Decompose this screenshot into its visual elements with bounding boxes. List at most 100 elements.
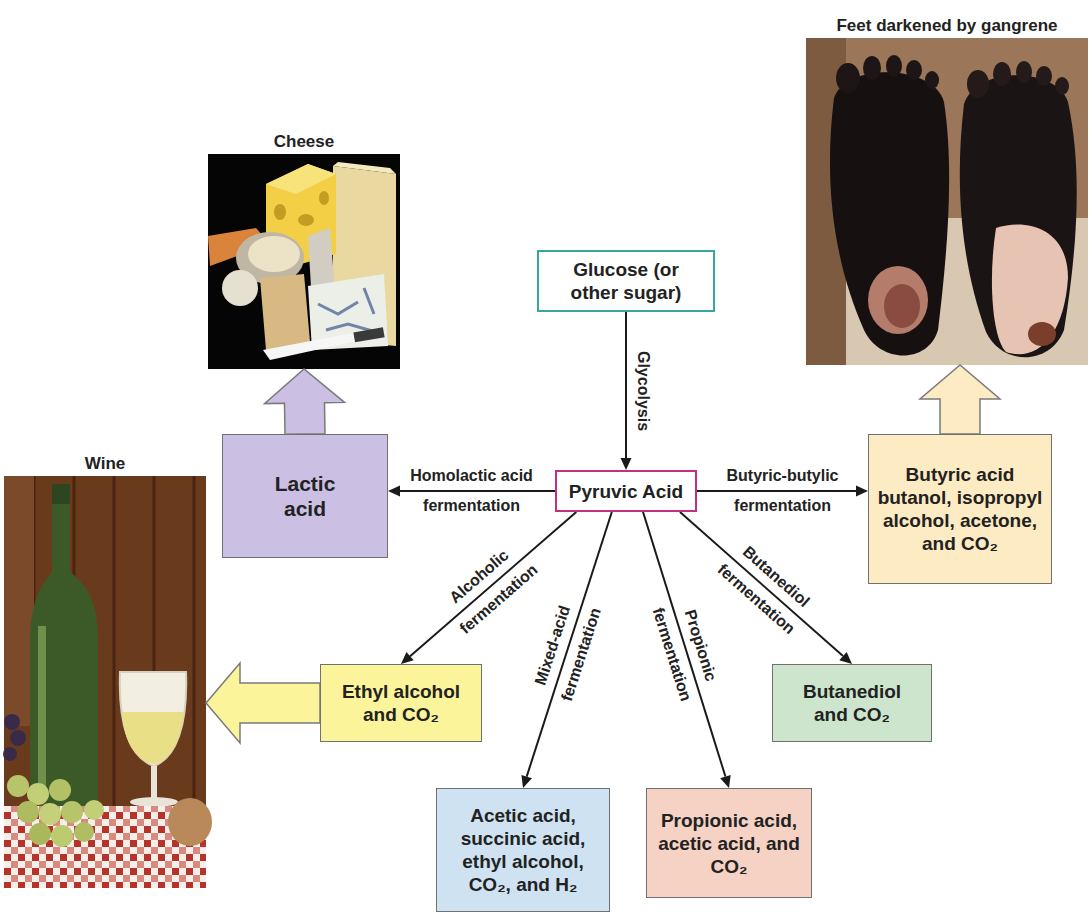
wine-photo-part (130, 797, 178, 807)
arrow-line (400, 490, 555, 492)
edge-label: Butyric-butylic fermentation (713, 461, 853, 521)
wine-photo-part (61, 801, 83, 823)
outcome-arrow (920, 365, 1000, 434)
cheese-photo-part (318, 288, 376, 332)
reaction-arrow (621, 312, 632, 470)
reaction-arrow (697, 486, 868, 497)
gangrene-photo-part (868, 266, 928, 334)
process-box: Ethyl alcohol and CO₂ (320, 664, 482, 742)
cheese-photo-part (266, 164, 336, 194)
photo-frame (806, 38, 1088, 365)
photo-title: Cheese (208, 130, 400, 154)
wine-photo-part (151, 766, 157, 800)
wine-photo-part (10, 730, 26, 746)
edge-label: Propionic fermentation (640, 584, 733, 716)
box-text: Butanediol and CO₂ (785, 680, 919, 726)
arrow-head (720, 775, 731, 788)
cheese-photo-part (260, 274, 310, 350)
cheese-photo-part (248, 236, 300, 272)
cheese-photo-part (274, 204, 286, 220)
wine-photo-part (168, 798, 212, 846)
wine-photo (3, 476, 212, 888)
process-box: Butyric acid butanol, isopropyl alcohol,… (868, 434, 1052, 584)
wine-photo-part (17, 801, 39, 823)
cheese-photo (208, 154, 400, 369)
photo-frame (208, 154, 400, 369)
photo-title: Feet darkened by gangrene (806, 14, 1088, 38)
process-box: Butanediol and CO₂ (772, 664, 932, 742)
edge-label: Homolactic acid fermentation (402, 461, 542, 521)
photo-panel: Wine (4, 452, 206, 888)
cheese-photo-part (319, 191, 329, 205)
cheese-photo-part (208, 154, 400, 369)
process-box: Acetic acid, succinic acid, ethyl alcoho… (436, 788, 610, 912)
wine-photo-part (30, 490, 98, 812)
box-text: Propionic acid, acetic acid, and CO₂ (655, 809, 803, 878)
arrow-line (697, 490, 856, 492)
arrow-head (621, 458, 632, 470)
gangrene-photo-part (884, 284, 920, 328)
gangrene-photo-part (830, 72, 949, 355)
gangrene-photo-part (1028, 322, 1056, 346)
edge-label: Glycolysis (633, 351, 653, 431)
edge-label: Butanediol fermentation (701, 526, 831, 650)
wine-photo-part (52, 484, 70, 504)
cheese-photo-part (263, 332, 361, 360)
box-text: Pyruvic Acid (569, 480, 683, 503)
wine-photo-part (51, 825, 73, 847)
box-text: Butyric acid butanol, isopropyl alcohol,… (877, 463, 1043, 555)
gangrene-photo-part (806, 38, 1088, 365)
wine-photo-part (74, 822, 94, 842)
box-text: Lactic acid (251, 471, 359, 521)
process-box: Glucose (or other sugar) (537, 250, 715, 312)
photo-panel: Feet darkened by gangrene (806, 14, 1088, 365)
edge-label: Alcoholic fermentation (424, 526, 554, 650)
cheese-photo-part (333, 162, 396, 174)
process-box: Propionic acid, acetic acid, and CO₂ (646, 788, 812, 898)
outcome-arrow-shape (920, 365, 1000, 434)
gangrene-photo-part (993, 62, 1011, 86)
arrow-line (625, 312, 627, 458)
photo-frame (4, 476, 206, 888)
edge-label: Mixed-acid fermentation (520, 584, 614, 717)
reaction-arrow (388, 486, 555, 497)
wine-photo-part (122, 712, 184, 764)
wine-photo-part (4, 714, 20, 730)
gangrene-photo-part (1036, 66, 1052, 86)
arrow-head (388, 486, 400, 497)
box-text: Acetic acid, succinic acid, ethyl alcoho… (445, 804, 601, 896)
wine-photo-part (39, 803, 61, 825)
gangrene-photo (806, 38, 1088, 365)
wine-photo-part (4, 476, 34, 726)
cheese-photo-part (222, 270, 258, 306)
wine-photo-part (7, 775, 29, 797)
wine-photo-part (29, 823, 51, 845)
gangrene-photo-part (960, 75, 1077, 357)
box-text: Ethyl alcohol and CO₂ (329, 680, 473, 726)
gangrene-photo-part (925, 71, 939, 89)
wine-photo-part (49, 779, 71, 801)
gangrene-photo-part (1016, 61, 1032, 83)
outcome-arrow (265, 369, 345, 434)
photo-title: Wine (4, 452, 206, 476)
outcome-arrow-shape (206, 663, 320, 743)
outcome-arrow-shape (265, 369, 345, 434)
cheese-photo-part (353, 327, 384, 342)
gangrene-photo-part (992, 225, 1068, 355)
arrow-head (856, 486, 868, 497)
wine-photo-part (3, 747, 17, 761)
gangrene-photo-part (886, 55, 902, 77)
outcome-arrow (206, 663, 320, 743)
gangrene-photo-part (967, 70, 989, 98)
wine-photo-part (120, 672, 186, 766)
cheese-photo-part (298, 214, 314, 226)
gangrene-photo-part (906, 60, 922, 80)
process-box: Pyruvic Acid (555, 470, 697, 512)
photo-panel: Cheese (208, 130, 400, 369)
arrow-head (521, 775, 531, 788)
wine-photo-part (38, 626, 46, 796)
wine-photo-part (84, 800, 104, 820)
process-box: Lactic acid (222, 434, 388, 558)
gangrene-photo-part (863, 56, 881, 80)
box-text: Glucose (or other sugar) (553, 258, 699, 304)
